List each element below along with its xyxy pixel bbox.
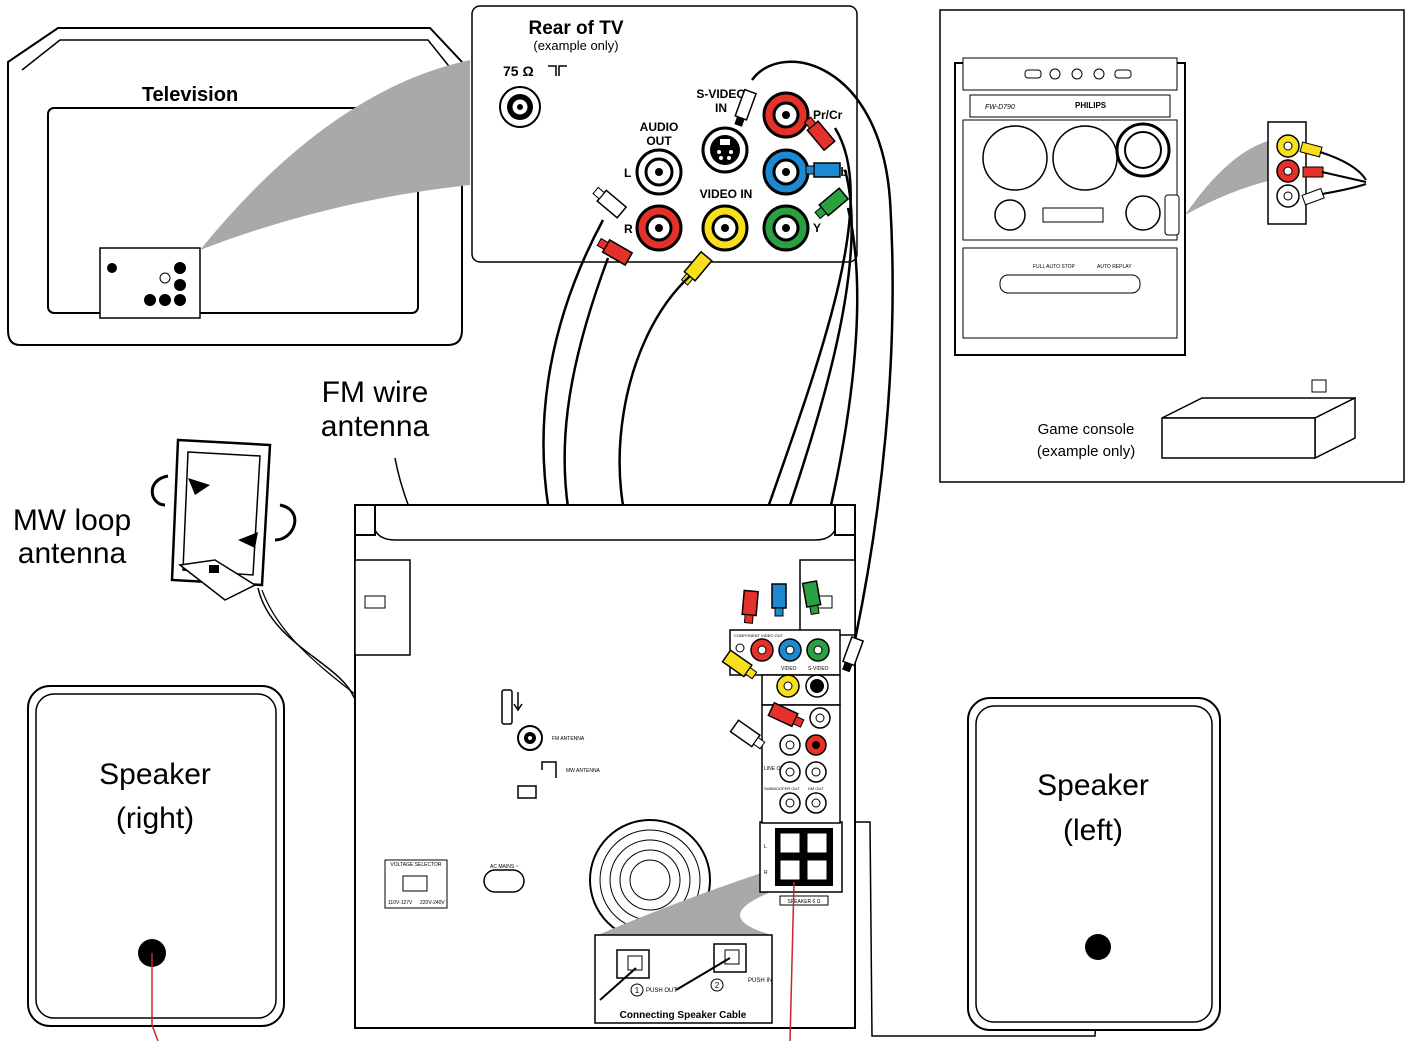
game-console-label-2: (example only) <box>1037 443 1135 460</box>
cable-svideo <box>750 60 894 641</box>
speaker-right: Speaker (right) <box>27 685 285 1041</box>
plug-red-unit <box>767 701 805 728</box>
main-unit-rear: FM ANTENNA MW ANTENNA VOLTAGE SELECTOR 1… <box>354 504 865 1041</box>
plug-red-av <box>1302 166 1324 178</box>
coax-jack <box>499 86 541 128</box>
push-in-label: PUSH IN <box>748 978 772 984</box>
fan-vent <box>589 819 711 941</box>
plug-svideo-tv <box>734 88 758 127</box>
push-out-label: PUSH OUT <box>646 988 677 994</box>
video-in-label: VIDEO IN <box>700 187 753 201</box>
unit-video-label: VIDEO <box>781 666 797 672</box>
audio-out-label-1: AUDIO <box>640 120 679 134</box>
plug-yellow-unit <box>721 649 758 680</box>
plug-white-unit <box>729 719 766 750</box>
video-in-jack <box>701 204 749 252</box>
plug-green-y-tv <box>814 187 850 220</box>
voltage-selector-switch[interactable] <box>402 875 428 892</box>
speaker-terminal: L R SPEAKER 6 Ω <box>759 821 843 906</box>
component-y-jack <box>762 204 810 252</box>
audio-right-label: R <box>624 222 633 236</box>
ac-mains-label: AC MAINS ~ <box>490 864 519 870</box>
rotate-arrow-right-icon <box>274 503 297 542</box>
audio-left-label: L <box>624 166 631 180</box>
component-pb-jack <box>762 148 810 196</box>
game-console-box <box>1161 379 1356 460</box>
plug-blue-pb-unit <box>771 583 787 617</box>
plug-svideo-unit <box>841 635 865 673</box>
subwoofer-out-label: SUBWOOFER OUT <box>764 786 800 791</box>
speaker-left-label-1: Speaker <box>1037 769 1149 802</box>
mw-antenna-title-1: MW loop <box>13 504 131 537</box>
fm-antenna-jack <box>517 725 543 751</box>
mw-antenna-terminal <box>517 761 557 799</box>
auto-replay-label: AUTO REPLAY <box>1097 264 1132 270</box>
fm-antenna-plug <box>501 689 523 725</box>
fm-antenna-label: FM ANTENNA <box>552 736 585 742</box>
plug-red-pr-tv <box>803 116 836 152</box>
rear-of-tv-panel: Rear of TV (example only) 75 Ω AUDIO OUT… <box>471 5 858 286</box>
audio-out-l-jack <box>635 148 683 196</box>
svideo-label-2: IN <box>715 101 727 115</box>
audio-out-label-2: OUT <box>646 134 672 148</box>
speaker-cable-inset: 1 PUSH OUT 2 PUSH IN Connecting Speaker … <box>594 934 773 1024</box>
ac-mains-socket <box>483 869 525 893</box>
component-pr-jack <box>762 91 810 139</box>
audio-out-r-jack <box>635 204 683 252</box>
voltage-220-label: 220V-240V <box>420 900 445 906</box>
antenna-75-icon <box>548 65 567 76</box>
television: Television <box>7 27 470 346</box>
game-console-inset: FW-D790 PHILIPS FULL AUTO STOP AUTO REPL… <box>939 9 1405 483</box>
speaker-right-label-2: (right) <box>116 802 194 835</box>
cable-pr <box>746 127 852 586</box>
svg-text:L: L <box>764 844 767 850</box>
svideo-label-1: S-VIDEO <box>696 87 745 101</box>
mw-antenna-label: MW ANTENNA <box>566 768 601 774</box>
av-zoom-beam <box>1185 140 1272 215</box>
speaker-right-label-1: Speaker <box>99 758 211 791</box>
dm-out-label: DM OUT <box>808 786 824 791</box>
antenna-75-label: 75 Ω <box>503 63 534 79</box>
rear-subtitle: (example only) <box>533 38 618 53</box>
mw-antenna-title-2: antenna <box>18 537 127 570</box>
hifi-model-label: FW-D790 <box>985 104 1015 111</box>
speaker-left-port <box>1085 934 1111 960</box>
voltage-selector-label: VOLTAGE SELECTOR <box>390 862 442 868</box>
television-label: Television <box>142 84 238 106</box>
plug-white-tv <box>592 186 628 219</box>
rotate-arrow-left-icon <box>150 474 169 507</box>
plug-green-y-unit <box>801 580 822 616</box>
av-input-panel <box>1267 121 1307 225</box>
speaker-right-wire-exit <box>789 881 795 1041</box>
tv-zoom-beam <box>200 60 470 250</box>
speaker-ohm-label: SPEAKER 6 Ω <box>788 899 821 905</box>
step1-number: 1 <box>635 986 640 995</box>
step2-number: 2 <box>715 981 720 990</box>
speaker-zoom-beam <box>598 870 790 935</box>
line-out-label: LINE OUT <box>764 766 787 772</box>
pr-cr-label: Pr/Cr <box>813 108 843 122</box>
plug-blue-pb-tv <box>805 162 841 178</box>
component-video-out-label: COMPONENT VIDEO OUT <box>734 633 784 638</box>
svideo-jack <box>701 126 749 174</box>
plug-red-tv <box>596 237 634 267</box>
fm-antenna-title-2: antenna <box>321 410 430 443</box>
connector-panel: COMPONENT VIDEO OUT VIDEO S-VIDEO LINE O… <box>729 629 841 824</box>
hifi-brand-label: PHILIPS <box>1075 101 1107 110</box>
plug-red-pr-unit <box>741 589 760 624</box>
full-auto-stop-label: FULL AUTO STOP <box>1033 264 1076 270</box>
mw-loop-antenna <box>150 438 297 601</box>
game-console-label-1: Game console <box>1038 421 1135 438</box>
unit-svideo-label: S-VIDEO <box>808 666 829 672</box>
speaker-left-label-2: (left) <box>1063 814 1123 847</box>
y-label: Y <box>813 221 821 235</box>
connecting-speaker-cable-label: Connecting Speaker Cable <box>620 1010 747 1021</box>
voltage-110-label: 110V-127V <box>388 900 413 906</box>
fm-antenna-title-1: FM wire <box>322 376 429 409</box>
svg-text:R: R <box>764 870 768 876</box>
speaker-left: Speaker (left) <box>967 697 1221 1031</box>
rear-title: Rear of TV <box>528 18 623 39</box>
